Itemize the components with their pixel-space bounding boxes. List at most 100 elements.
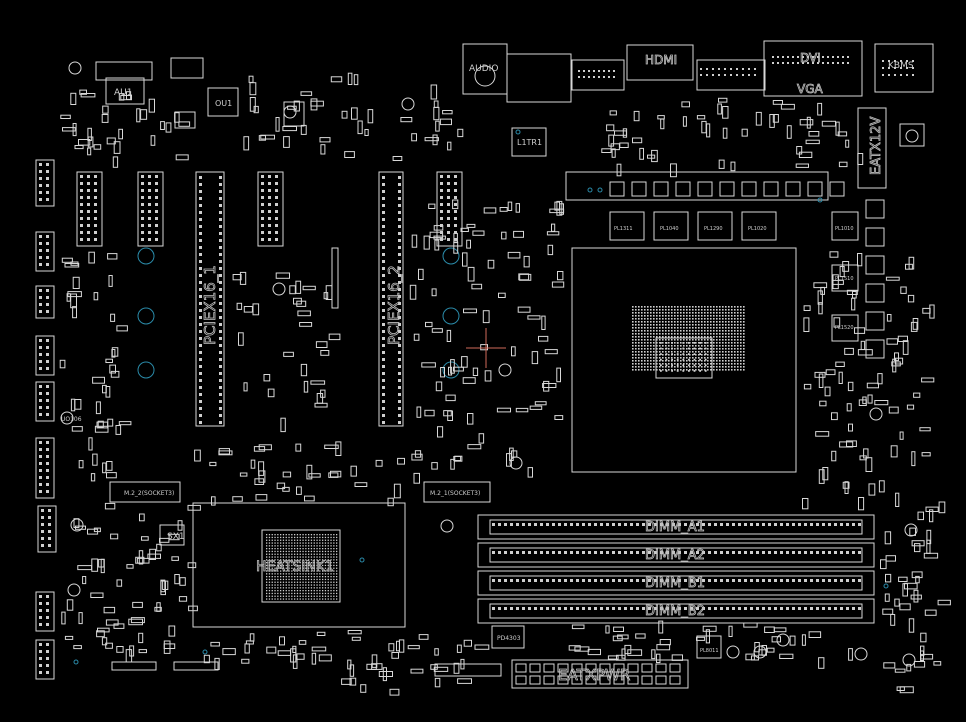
lga-pin (689, 369, 691, 371)
lga-pin (647, 318, 649, 320)
lga-pin (719, 327, 721, 329)
smd-component (147, 553, 161, 559)
dimm-pin (810, 523, 813, 526)
pin-header (37, 505, 57, 553)
pcie-pin (398, 337, 401, 340)
lga-pin (682, 353, 685, 355)
ps2-port (874, 43, 934, 93)
lga-pin (704, 318, 706, 320)
smd-component (433, 100, 439, 108)
lga-pin (659, 354, 661, 356)
bga-ball (288, 545, 290, 547)
pcie-pin (219, 365, 222, 368)
lga-pin (692, 312, 694, 314)
lga-pin (722, 324, 724, 326)
atx-pin (669, 675, 681, 685)
header-pin (39, 609, 42, 612)
smd-component (174, 574, 180, 585)
dimm-pin (576, 551, 579, 554)
smd-component (178, 596, 188, 602)
smd-component (243, 306, 253, 313)
lga-pin (740, 348, 742, 350)
bga-ball (319, 548, 321, 550)
lga-pin (638, 327, 640, 329)
bga-ball (322, 592, 324, 595)
lga-pin (665, 333, 667, 335)
bga-ball (330, 556, 332, 558)
pcie-pin (219, 288, 222, 291)
bga-ball (322, 573, 324, 575)
bga-ball (285, 570, 287, 572)
lga-pin (713, 363, 715, 365)
bga-ball (336, 584, 338, 586)
dimm-pin (522, 607, 525, 610)
smd-component (906, 404, 915, 410)
lga-pin (653, 342, 655, 344)
smd-component (375, 459, 383, 467)
bga-ball (308, 548, 310, 550)
header-pin (46, 595, 49, 598)
lga-pin (725, 315, 727, 317)
header-pin (447, 224, 450, 227)
lga-pin (635, 357, 637, 359)
bga-ball (310, 578, 313, 581)
smd-component (266, 646, 277, 654)
lga-pin (695, 363, 697, 365)
lga-pin (686, 366, 688, 368)
bga-ball (280, 545, 282, 547)
pcie-pin (382, 337, 385, 340)
smd-component (919, 427, 931, 432)
pcie-pin (382, 211, 385, 214)
bga-ball (299, 534, 301, 536)
bga-ball (271, 550, 273, 553)
lga-pin (719, 342, 721, 344)
smd-component (670, 163, 677, 178)
dimm-pin (858, 551, 861, 554)
lga-pin (632, 345, 634, 347)
choke (785, 181, 801, 197)
lga-pin (674, 333, 676, 335)
smd-component (239, 271, 247, 285)
pcie-pin (382, 379, 385, 382)
lga-pin (665, 360, 667, 362)
lga-pin (731, 318, 733, 320)
smd-component (838, 161, 848, 168)
lga-pin (728, 327, 730, 329)
lga-pin (660, 370, 662, 372)
smd-component (557, 271, 564, 281)
smd-component (94, 425, 109, 433)
dimm-pin (528, 579, 531, 582)
smd-component (62, 127, 76, 132)
lga-pin (719, 333, 721, 335)
lga-pin (653, 339, 655, 341)
bga-ball (330, 550, 332, 553)
lga-pin (701, 318, 703, 320)
lga-pin (676, 342, 679, 344)
smd-component (842, 481, 850, 489)
pcie-pin (382, 302, 385, 305)
lga-pin (719, 330, 721, 332)
bga-ball (305, 581, 307, 583)
header-pin (39, 671, 42, 674)
inductor-pl (697, 211, 733, 241)
lga-pin (662, 321, 664, 323)
smd-component (296, 486, 302, 495)
smd-component (407, 645, 420, 650)
via (359, 557, 365, 563)
dimm-pin (588, 579, 591, 582)
smd-component (400, 117, 413, 123)
dimm-pin (642, 579, 645, 582)
pcie-pin (219, 316, 222, 319)
pcie-pin (219, 246, 222, 249)
header-pin (39, 657, 42, 660)
header-pin (39, 385, 42, 388)
header-pin (39, 242, 42, 245)
bga-ball (288, 542, 290, 544)
dimm-pin (630, 551, 633, 554)
lga-pin (701, 366, 703, 368)
bga-ball (271, 567, 273, 569)
dimm-pin (720, 607, 723, 610)
lga-pin (716, 324, 718, 326)
bga-ball (299, 564, 301, 567)
ps2-pin (882, 74, 884, 76)
